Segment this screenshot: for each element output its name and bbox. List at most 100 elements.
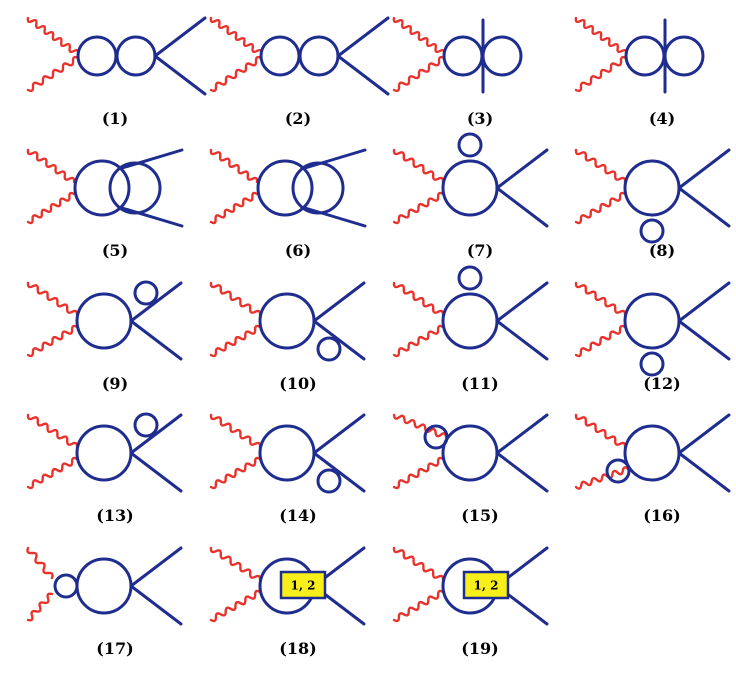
diagram-19: 1, 2	[392, 546, 549, 626]
diagram-label: (1)	[102, 109, 128, 128]
photon-line	[209, 191, 259, 225]
external-leg	[677, 451, 731, 493]
loop-circle	[115, 35, 157, 77]
tadpole-circle	[53, 573, 79, 599]
photon-line	[574, 413, 627, 449]
photon-line	[26, 191, 76, 225]
diagram-label: (9)	[102, 374, 128, 393]
diagram-label: (3)	[467, 109, 493, 128]
photon-line	[574, 324, 627, 358]
overlap-arc-circle	[291, 161, 345, 215]
external-leg	[153, 54, 207, 96]
external-leg	[129, 584, 183, 626]
photon-line	[26, 546, 54, 580]
external-leg	[677, 186, 731, 228]
vertex-box-label: 1, 2	[290, 579, 315, 593]
loop-circle	[441, 292, 499, 350]
tadpole-circle	[605, 458, 631, 484]
photon-line	[574, 281, 627, 317]
diagram-label: (12)	[643, 374, 680, 393]
external-leg	[336, 16, 390, 58]
diagram-label: (7)	[467, 241, 493, 260]
photon-line	[209, 55, 263, 93]
diagram-label: (15)	[461, 506, 498, 525]
external-leg	[495, 186, 549, 228]
external-leg	[495, 281, 549, 323]
diagram-4	[574, 16, 705, 94]
loop-circle	[258, 424, 316, 482]
external-leg	[495, 319, 549, 361]
external-leg	[677, 319, 731, 361]
diagram-label: (11)	[461, 374, 498, 393]
photon-line	[209, 324, 262, 358]
diagram-15	[392, 413, 549, 493]
external-leg	[129, 451, 183, 493]
photon-line	[209, 546, 262, 582]
loop-circle	[73, 159, 131, 217]
loop-circle	[623, 292, 681, 350]
tadpole-circle	[457, 132, 483, 158]
photon-line	[209, 148, 259, 184]
diagram-17	[26, 546, 183, 626]
diagram-label: (19)	[461, 639, 498, 658]
photon-line	[209, 413, 262, 449]
loop-circle	[442, 35, 484, 77]
loop-circle	[624, 35, 666, 77]
diagram-11	[392, 265, 549, 361]
external-leg	[336, 54, 390, 96]
external-leg	[303, 148, 367, 228]
photon-line	[26, 592, 54, 622]
tadpole-circle	[639, 218, 665, 244]
photon-line	[574, 466, 630, 490]
external-leg	[312, 281, 366, 323]
photon-line	[209, 456, 262, 490]
photon-line	[26, 413, 79, 449]
photon-line	[574, 16, 628, 56]
diagram-8	[574, 148, 731, 244]
vertex-box	[462, 570, 510, 600]
diagram-7	[392, 132, 549, 228]
photon-line	[26, 148, 76, 184]
diagram-12	[574, 281, 731, 377]
photon-line	[392, 281, 445, 317]
diagram-label: (4)	[649, 109, 675, 128]
diagram-label: (2)	[285, 109, 311, 128]
photon-line	[392, 324, 445, 358]
photon-line	[209, 16, 263, 56]
photon-line	[392, 191, 445, 225]
photon-line	[26, 281, 79, 317]
diagram-label: (10)	[279, 374, 316, 393]
loop-circle	[623, 424, 681, 482]
tadpole-circle	[316, 336, 342, 362]
photon-line	[392, 546, 445, 582]
photon-line	[392, 16, 446, 56]
photon-line	[209, 281, 262, 317]
photon-line	[26, 55, 80, 93]
tadpole-circle	[457, 265, 483, 291]
loop-circle	[441, 159, 499, 217]
photon-line	[392, 589, 445, 623]
external-leg	[677, 413, 731, 455]
diagram-18: 1, 2	[209, 546, 366, 626]
overlap-arc-circle	[108, 161, 162, 215]
diagram-14	[209, 413, 366, 494]
diagram-label: (18)	[279, 639, 316, 658]
loop-circle	[75, 292, 133, 350]
photon-line	[26, 456, 79, 490]
external-leg	[129, 546, 183, 588]
external-leg	[120, 148, 184, 228]
diagram-label: (13)	[96, 506, 133, 525]
photon-line	[574, 191, 627, 225]
diagram-2	[209, 16, 390, 96]
diagram-label: (8)	[649, 241, 675, 260]
diagram-3	[392, 16, 523, 94]
loop-circle	[75, 424, 133, 482]
diagram-6	[209, 148, 367, 228]
diagram-13	[26, 412, 183, 493]
external-leg	[312, 451, 366, 493]
photon-line	[209, 589, 262, 623]
loop-circle	[258, 292, 316, 350]
photon-line	[26, 16, 80, 56]
diagram-16	[574, 413, 731, 493]
